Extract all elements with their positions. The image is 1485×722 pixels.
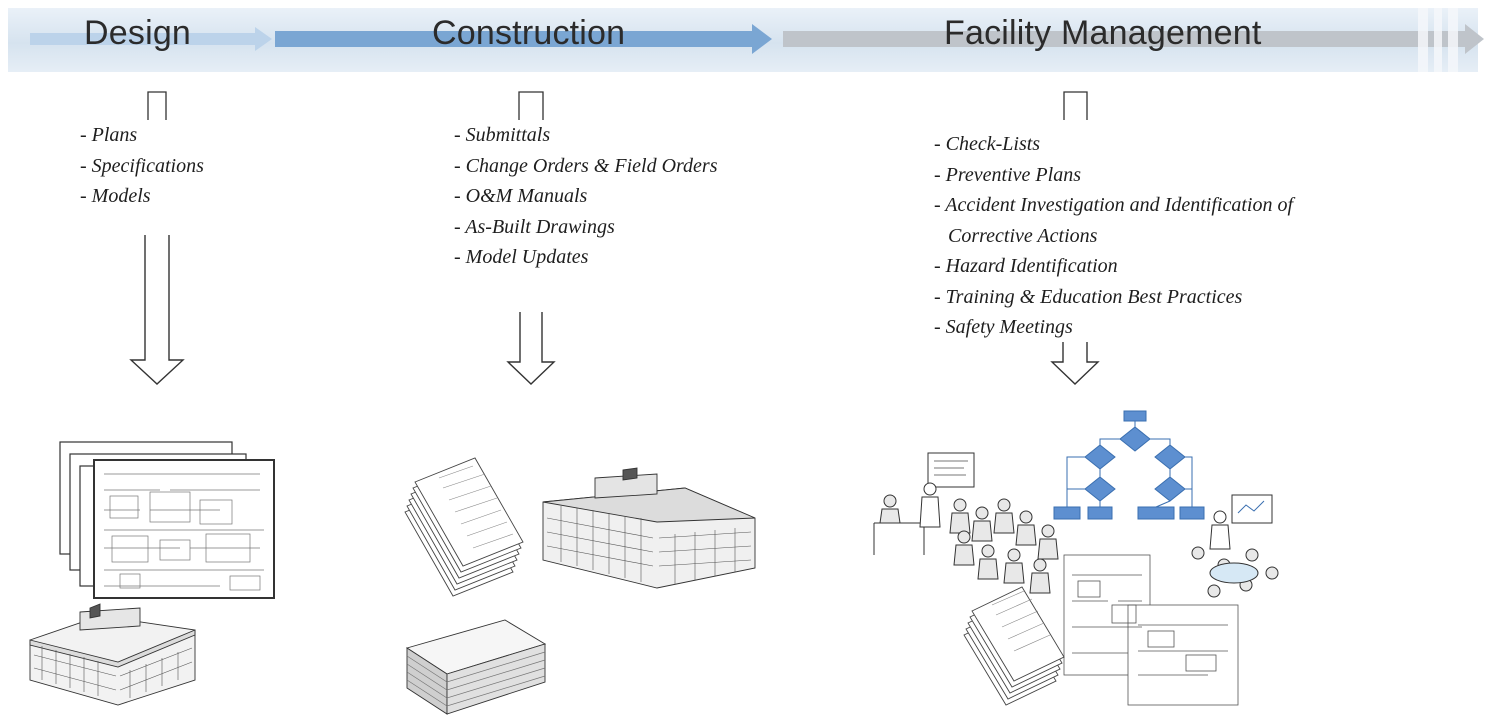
document-stack	[404, 457, 524, 597]
list-item: - Hazard Identification	[934, 255, 1118, 277]
facility-management-activities-illustration	[873, 410, 1279, 706]
construction-deliverables-list: - Submittals - Change Orders & Field Ord…	[454, 120, 718, 273]
manual-stack	[405, 619, 547, 715]
training-session	[1191, 494, 1279, 598]
fm-down-arrow	[1050, 342, 1100, 385]
facility-management-phase-title: Facility Management	[944, 14, 1262, 52]
building-model	[29, 603, 196, 706]
facility-management-phase-arrow	[783, 24, 1484, 54]
construction-down-arrow	[506, 312, 556, 385]
construction-phase-title: Construction	[432, 14, 626, 52]
down-arrows	[129, 235, 1100, 385]
phase-flow-arrows	[30, 8, 1484, 72]
presentation-board	[927, 452, 975, 488]
design-bracket	[147, 91, 167, 120]
drawing-sheet	[93, 459, 275, 599]
list-item: - O&M Manuals	[454, 185, 588, 207]
facility-management-deliverables-list: - Check-Lists - Preventive Plans - Accid…	[934, 129, 1293, 343]
floor-plan-sheets	[1063, 554, 1239, 706]
design-phase-arrow	[30, 27, 272, 51]
design-down-arrow	[129, 235, 185, 385]
design-phase-title: Design	[84, 14, 192, 52]
list-item-continuation: Corrective Actions	[934, 221, 1293, 252]
list-item: - Check-Lists	[934, 133, 1041, 155]
list-item: - Training & Education Best Practices	[934, 285, 1243, 308]
construction-documents-and-building-illustration	[404, 457, 756, 715]
list-item: - Submittals	[454, 124, 551, 146]
document-stack	[963, 586, 1065, 706]
list-item: - Accident Investigation and Identificat…	[934, 194, 1293, 216]
list-item: - Plans	[80, 124, 138, 146]
flowchart	[1053, 410, 1205, 520]
design-deliverables-list: - Plans - Specifications - Models	[80, 120, 204, 212]
design-drawings-and-model-illustration	[29, 441, 275, 706]
list-item: - Preventive Plans	[934, 163, 1081, 186]
list-item: - Models	[80, 185, 151, 207]
list-item: - Change Orders & Field Orders	[454, 154, 718, 177]
list-item: - Model Updates	[454, 246, 589, 268]
construction-phase-arrow	[275, 24, 772, 54]
list-item: - Safety Meetings	[934, 316, 1073, 338]
meeting-attendees	[873, 482, 1059, 594]
fm-bracket	[1063, 91, 1088, 120]
building-3d-model	[542, 467, 756, 589]
list-item-continuation-text: Corrective Actions	[948, 224, 1098, 247]
bracket-connectors	[147, 91, 1088, 120]
list-item: - As-Built Drawings	[454, 215, 615, 238]
list-item: - Specifications	[80, 154, 204, 177]
construction-bracket	[518, 91, 544, 120]
